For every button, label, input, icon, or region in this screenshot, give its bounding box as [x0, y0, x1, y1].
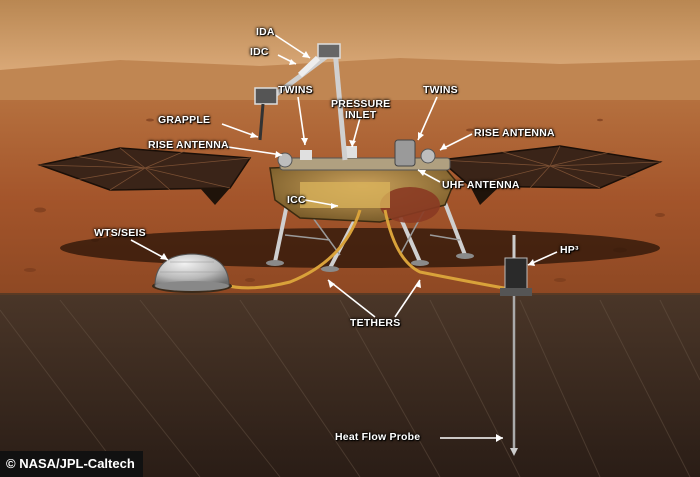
horizon-hills	[0, 58, 700, 110]
leader-arrowheads	[160, 51, 535, 442]
image-credit: © NASA/JPL-Caltech	[0, 451, 143, 477]
label-twins-right: TWINS	[423, 84, 458, 96]
tethers	[224, 209, 516, 292]
label-wts-seis: WTS/SEIS	[94, 227, 146, 239]
label-hp3: HP³	[560, 244, 579, 256]
label-tethers: TETHERS	[350, 317, 401, 329]
sky	[0, 0, 700, 70]
label-pressure-inlet-text: PRESSURE INLET	[331, 98, 391, 121]
hp3-instrument	[500, 235, 532, 456]
label-twins-left: TWINS	[278, 84, 313, 96]
label-rise-antenna-left: RISE ANTENNA	[148, 139, 229, 151]
footpads	[266, 253, 474, 272]
robotic-arm	[254, 43, 348, 161]
solar-panel-right	[438, 145, 663, 205]
subsurface-streaks	[0, 299, 700, 477]
label-uhf-antenna: UHF ANTENNA	[442, 179, 520, 191]
label-idc: IDC	[250, 46, 269, 58]
subsurface-cutaway	[0, 294, 700, 477]
label-pressure-inlet: PRESSURE INLET	[331, 99, 390, 121]
lander-body	[269, 139, 456, 223]
solar-panel-left	[37, 147, 252, 205]
label-grapple: GRAPPLE	[158, 114, 211, 126]
label-heat-flow-probe: Heat Flow Probe	[335, 431, 421, 443]
wts-seis-dome	[152, 253, 232, 293]
label-ida: IDA	[256, 26, 275, 38]
label-rise-antenna-right: RISE ANTENNA	[474, 127, 555, 139]
label-icc: ICC	[287, 194, 306, 206]
